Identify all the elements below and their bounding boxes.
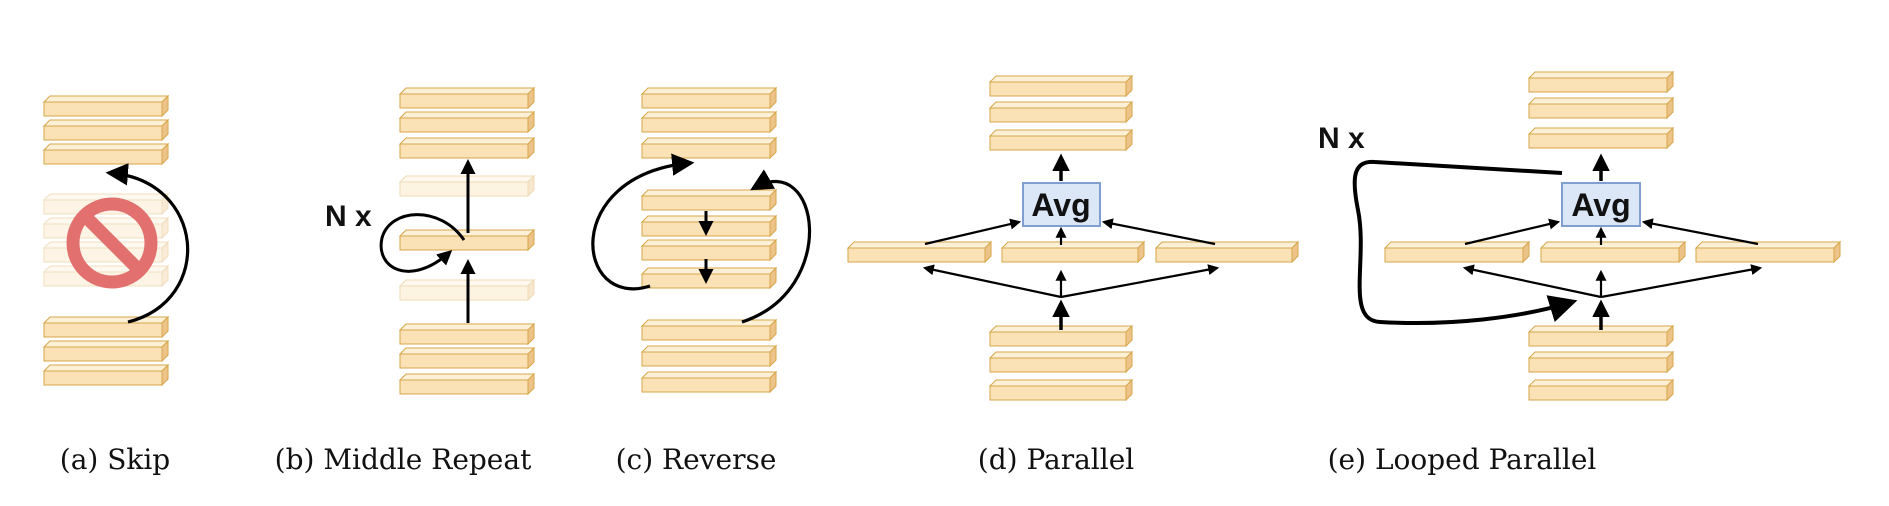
faded-layer [398, 174, 536, 198]
loop-back-arrow [1352, 159, 1578, 325]
arrow-left-to-avg [924, 218, 1022, 246]
panel-looped-parallel: Avg N x [1318, 70, 1842, 402]
caption-parallel: (d) Parallel [977, 443, 1135, 476]
layer-block [42, 94, 170, 118]
avg-box [1022, 182, 1101, 227]
layer-block [1694, 240, 1842, 264]
layer-block [1527, 126, 1675, 150]
layer-block [640, 86, 778, 110]
layer-block [42, 315, 170, 339]
layer-block [988, 350, 1134, 374]
avg-box [1561, 182, 1641, 227]
layer-block [398, 346, 536, 370]
layer-stack-top [640, 86, 778, 160]
layer-block [398, 110, 536, 134]
layer-block [1539, 240, 1687, 264]
repeat-label: N x [1318, 122, 1365, 155]
parallel-layers [1383, 240, 1842, 264]
caption-looped-parallel: (e) Looped Parallel [1327, 443, 1597, 476]
layer-block [640, 238, 778, 262]
layer-block [398, 372, 536, 396]
layer-block [640, 110, 778, 134]
avg-label: Avg [1031, 187, 1090, 223]
parallel-layers [846, 240, 1300, 264]
layer-stack-bottom [398, 322, 536, 396]
repeat-loop-arrow [379, 213, 466, 273]
arrow-left-to-avg [1464, 218, 1561, 246]
reverse-right-arrow [741, 169, 812, 324]
arrow-split-left [922, 264, 1062, 299]
layer-block [988, 100, 1134, 124]
caption-skip: (a) Skip [59, 443, 171, 476]
layer-block [640, 370, 778, 394]
arrow-right-to-avg [1641, 218, 1759, 246]
caption-reverse: (c) Reverse [615, 443, 777, 476]
layer-block [1527, 70, 1675, 94]
layer-block [398, 136, 536, 160]
no-entry-icon [66, 197, 158, 289]
caption-middle-repeat: (b) Middle Repeat [274, 443, 532, 476]
skip-arrow [105, 163, 190, 324]
panel-middle-repeat: N x [325, 86, 536, 396]
layer-block [640, 344, 778, 368]
layer-block [640, 214, 778, 238]
panel-parallel: Avg [846, 74, 1300, 402]
layer-block [988, 74, 1134, 98]
layer-block [846, 240, 993, 264]
layer-stack-top [42, 94, 170, 166]
layer-block [1527, 96, 1675, 120]
layer-block [42, 363, 170, 387]
layer-stack-bottom [42, 315, 170, 387]
layer-block [398, 322, 536, 346]
layer-block [1527, 350, 1675, 374]
arrow-split-right [1060, 264, 1220, 299]
layer-block [398, 86, 536, 110]
arrow-right-to-avg [1101, 218, 1216, 246]
faded-layer [398, 278, 536, 302]
layer-block [42, 142, 170, 166]
layer-block [1527, 378, 1675, 402]
layer-stack-bottom [640, 318, 778, 394]
layer-stack-top [1527, 70, 1675, 150]
layer-block [1000, 240, 1146, 264]
layer-block [1154, 240, 1300, 264]
panel-skip [42, 94, 190, 387]
reversed-layers [640, 188, 778, 290]
layer-block [398, 278, 536, 302]
layer-block [398, 174, 536, 198]
arrow-split-right [1600, 264, 1763, 299]
arrow-split-left [1462, 264, 1602, 299]
layer-block [42, 118, 170, 142]
avg-label: Avg [1571, 187, 1630, 223]
layer-block [988, 378, 1134, 402]
layer-stack-top [988, 74, 1134, 152]
layer-stack-top [398, 86, 536, 160]
panel-reverse [591, 86, 812, 394]
reverse-left-arrow [591, 153, 695, 291]
layer-block [1383, 240, 1531, 264]
repeat-label: N x [325, 200, 372, 233]
layer-block [640, 318, 778, 342]
layer-block [42, 339, 170, 363]
layer-block [640, 188, 778, 212]
layer-stack-bottom [1527, 324, 1675, 402]
layer-block [640, 136, 778, 160]
layer-block [640, 266, 778, 290]
layer-block [988, 128, 1134, 152]
layer-stack-bottom [988, 324, 1134, 402]
